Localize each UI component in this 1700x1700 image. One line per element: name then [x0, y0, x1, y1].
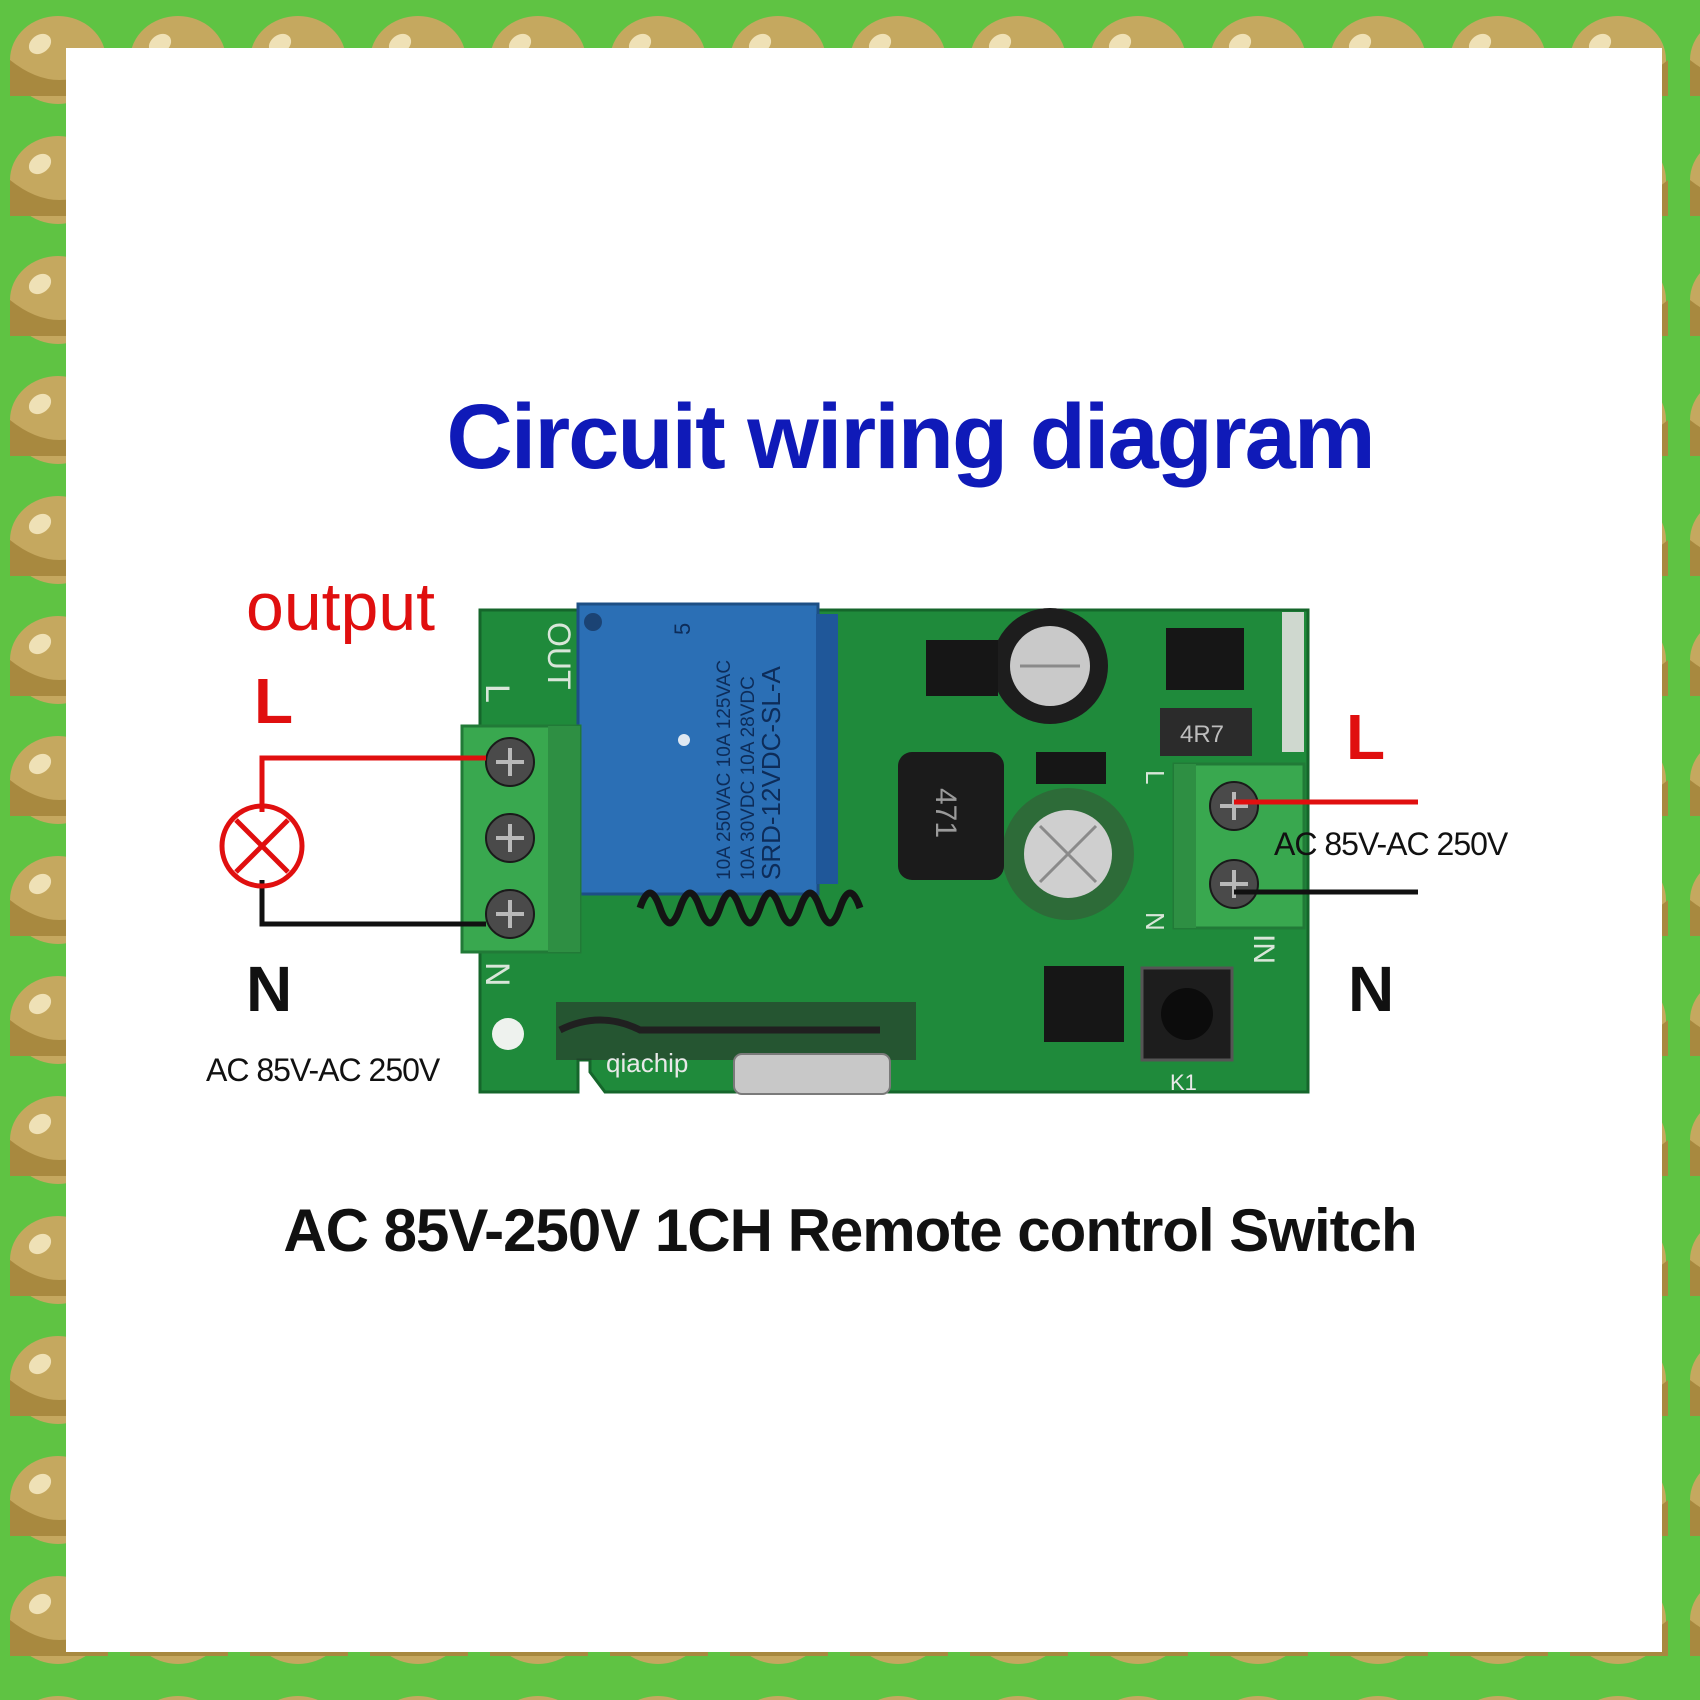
- output-neutral-wire: [259, 880, 486, 927]
- relay-rating-2-text: 10A 30VDC 10A 28VDC: [738, 676, 759, 880]
- relay-model-text: SRD-12VDC-SL-A: [756, 666, 786, 880]
- crystal-oscillator: [733, 1053, 891, 1095]
- resistor-4r7: [1160, 708, 1252, 756]
- bridge-rectifier: [1166, 628, 1244, 690]
- ic-chip-bottom: [1044, 966, 1124, 1042]
- pcb-right-strip: [1282, 612, 1304, 752]
- border-left: [0, 0, 66, 1700]
- output-terminal-block: [460, 724, 582, 954]
- silk-n-text: N: [478, 962, 516, 987]
- wiring: [259, 755, 1418, 927]
- inductor-code-text: 471: [929, 788, 962, 838]
- silk-n-in-text: N: [1140, 912, 1170, 931]
- input-terminal-block: [1172, 762, 1306, 930]
- border-bottom: [0, 1652, 1700, 1700]
- right-neutral-label: N: [1348, 953, 1395, 1025]
- page-title: Circuit wiring diagram: [446, 386, 1375, 488]
- silk-in-text: IN: [1247, 934, 1280, 964]
- relay-mark-text: 5: [670, 623, 695, 635]
- left-voltage-label: AC 85V-AC 250V: [206, 1052, 440, 1088]
- ic-chip-top: [926, 640, 998, 696]
- inductor: 471: [898, 752, 1004, 880]
- relay-rating-1-text: 10A 250VAC 10A 125VAC: [714, 660, 735, 880]
- border-top: [0, 0, 1700, 48]
- output-live-wire: [259, 755, 486, 812]
- silk-out-text: OUT: [541, 622, 577, 690]
- capacitor-top: [992, 608, 1108, 724]
- right-live-label: L: [1346, 701, 1386, 773]
- pcb-board: SRD-12VDC-SL-A 10A 250VAC 10A 125VAC 10A…: [460, 602, 1310, 1095]
- left-live-label: L: [254, 665, 294, 737]
- capacitor-bottom: [1002, 788, 1134, 920]
- resistor-code-text: 4R7: [1180, 721, 1224, 748]
- silk-brand-text: qiachip: [606, 1048, 688, 1078]
- lamp-icon: [219, 803, 305, 889]
- product-caption: AC 85V-250V 1CH Remote control Switch: [283, 1197, 1417, 1264]
- border-right: [1662, 0, 1700, 1700]
- rf-module: [556, 1002, 916, 1060]
- diode: [1036, 752, 1106, 784]
- relay: SRD-12VDC-SL-A 10A 250VAC 10A 125VAC 10A…: [576, 602, 838, 896]
- silk-l-in-text: L: [1140, 770, 1170, 784]
- output-label: output: [246, 569, 436, 645]
- right-voltage-label: AC 85V-AC 250V: [1274, 826, 1508, 862]
- relay-printed-text: SRD-12VDC-SL-A 10A 250VAC 10A 125VAC 10A…: [670, 623, 786, 880]
- silk-k1-text: K1: [1170, 1070, 1197, 1095]
- silk-l-text: L: [478, 684, 516, 703]
- mounting-hole: [492, 1018, 524, 1050]
- left-neutral-label: N: [246, 953, 293, 1025]
